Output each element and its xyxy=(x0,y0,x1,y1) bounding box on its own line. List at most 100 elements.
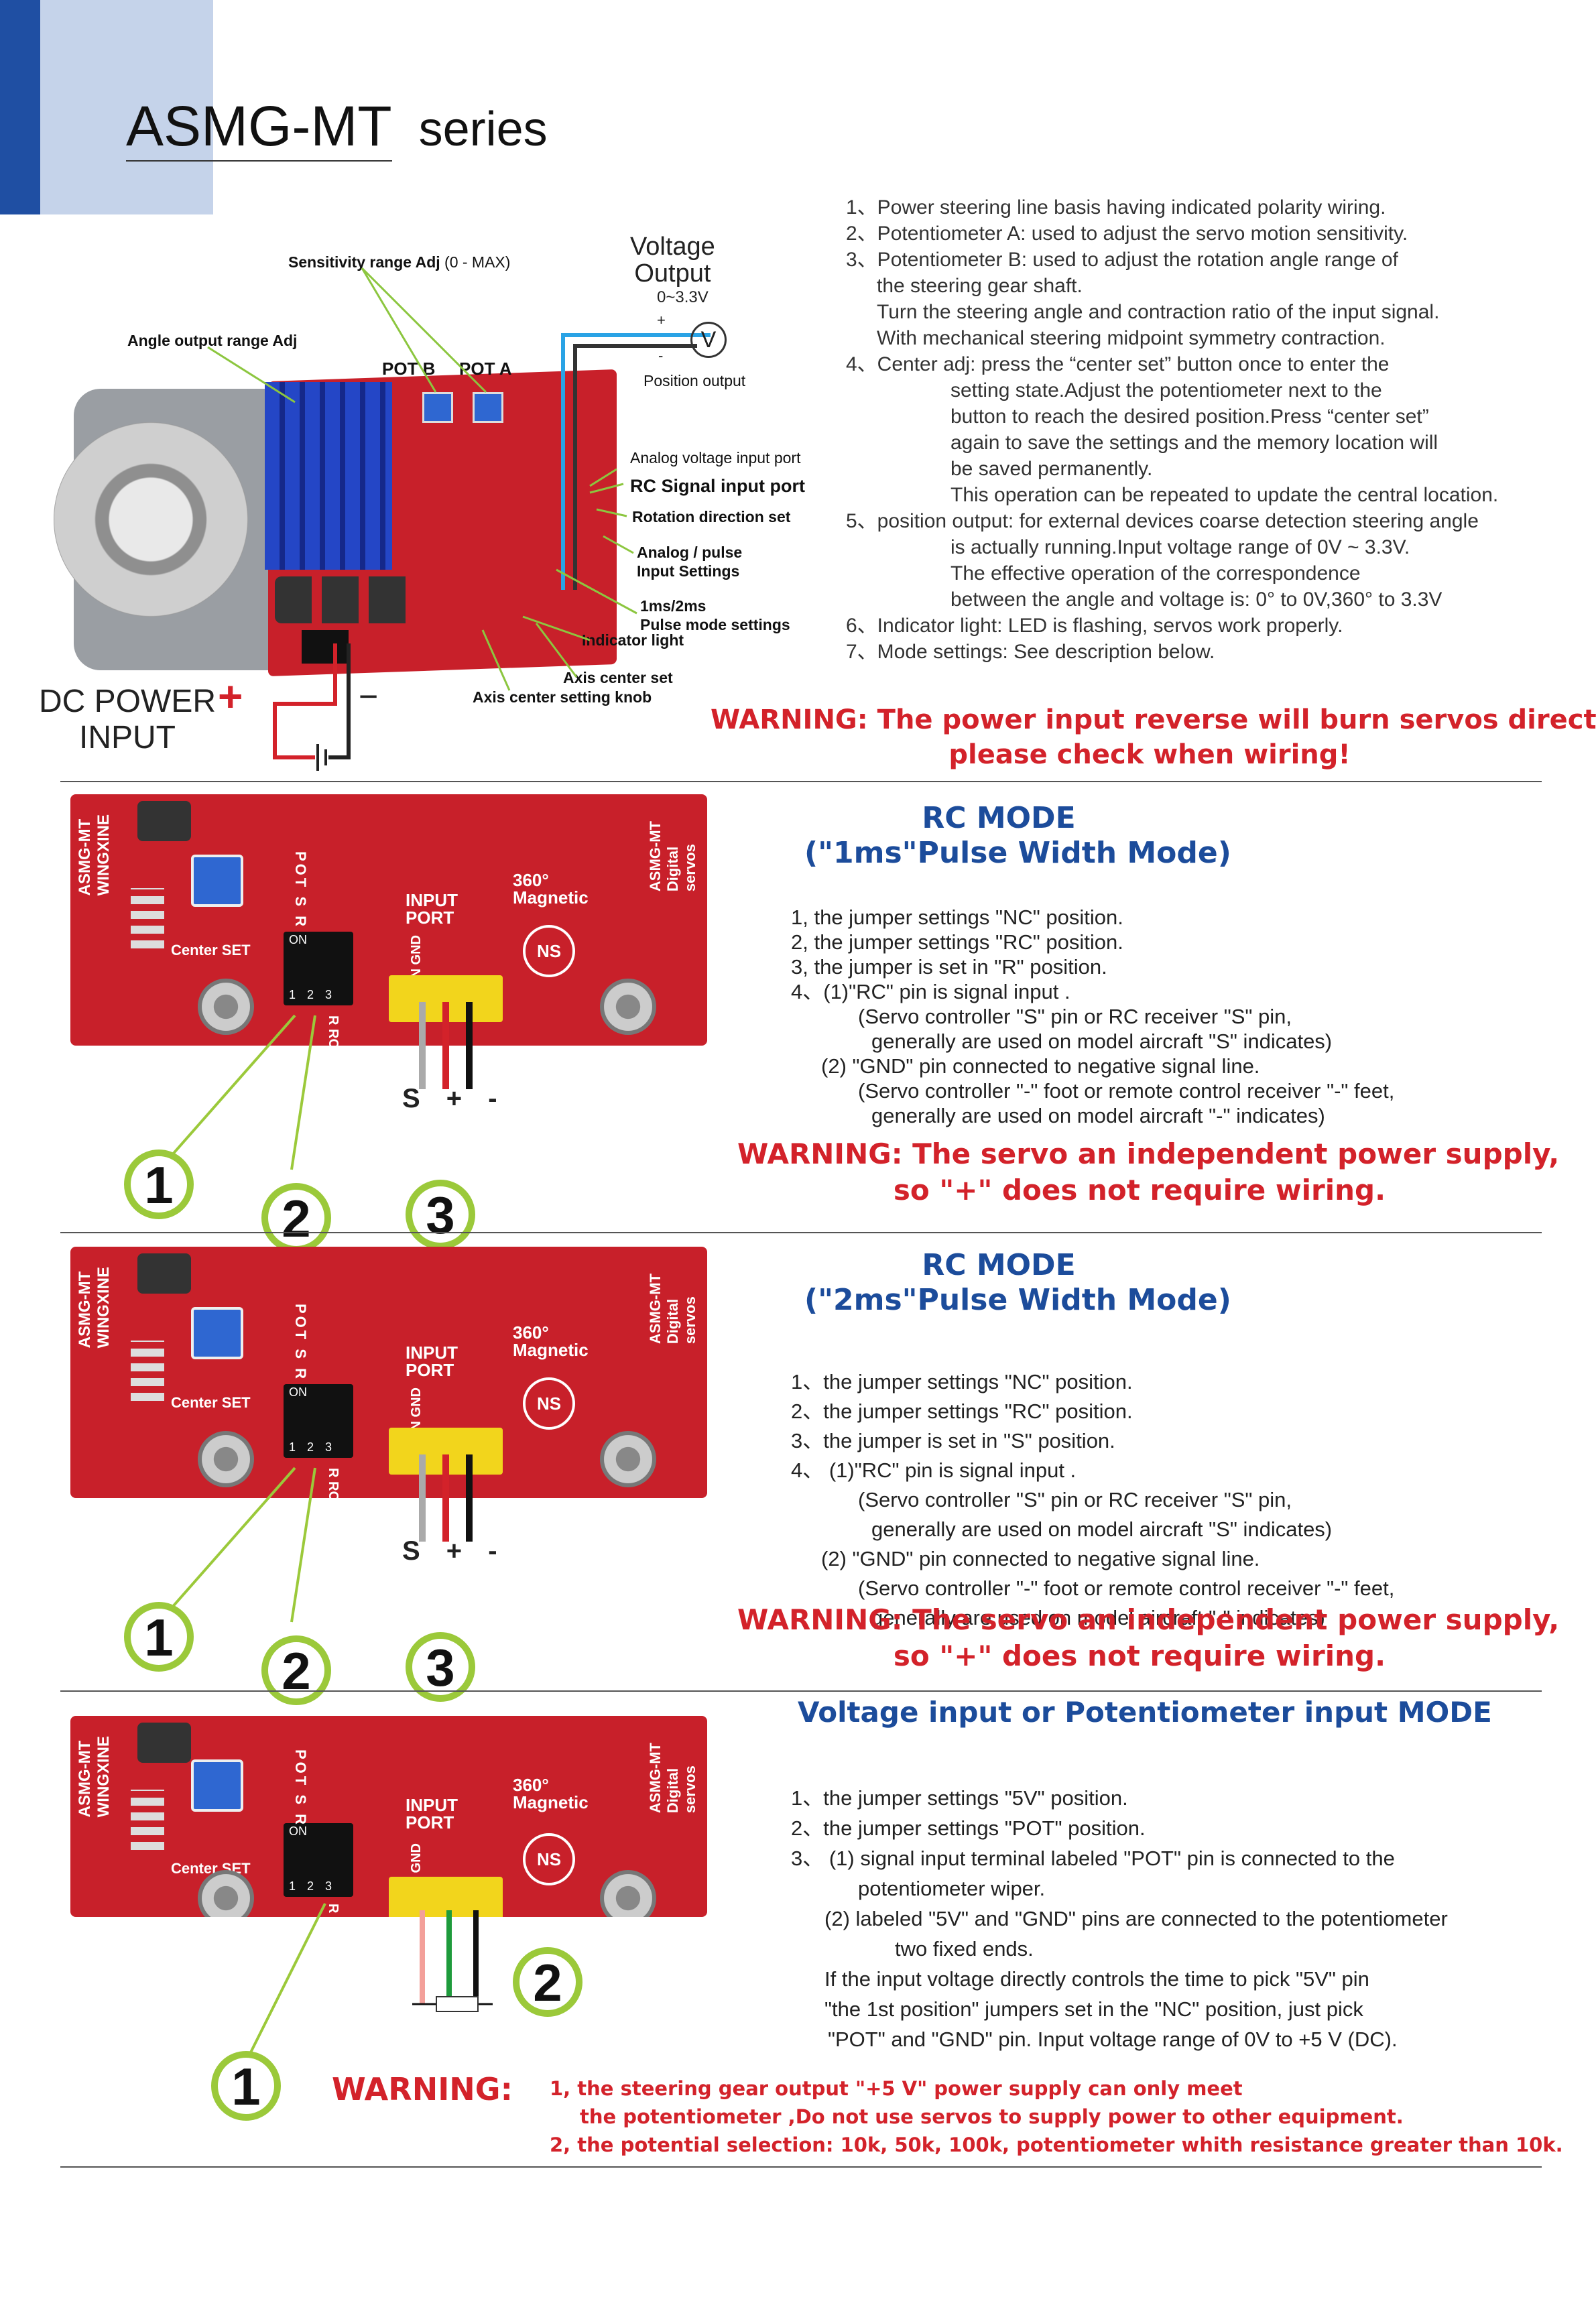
jumper-header xyxy=(389,1877,503,1917)
voltage-output-wires xyxy=(561,333,711,590)
label-axis-knob: Axis center setting knob xyxy=(473,688,652,706)
instruction-line: 2, the jumper settings "RC" position. xyxy=(791,930,1123,954)
pcb-input-port-label: INPUT PORT xyxy=(406,890,458,928)
note-line: again to save the settings and the memor… xyxy=(950,432,1438,454)
heatsink xyxy=(265,382,392,570)
mode-warning-label: WARNING: xyxy=(332,2071,513,2107)
pcb-resistors xyxy=(131,1790,164,1850)
instruction-line: 1、the jumper settings "NC" position. xyxy=(791,1370,1133,1393)
series-label: series xyxy=(418,103,548,156)
voltage-output-minus: - xyxy=(658,347,664,364)
note-line: 3、Potentiometer B: used to adjust the ro… xyxy=(846,249,1398,271)
motor xyxy=(54,422,248,617)
note-line: This operation can be repeated to update… xyxy=(950,484,1499,506)
pcb-magnetic-label: 360° Magnetic xyxy=(513,1775,589,1812)
mode-instructions: 1、the jumper settings "NC" position.2、th… xyxy=(791,1367,1582,1633)
note-line: 4、Center adj: press the “center set” but… xyxy=(846,353,1390,375)
pcb-inductor xyxy=(137,801,191,841)
label-position-output: Position output xyxy=(643,372,746,389)
wire xyxy=(170,1014,296,1158)
header-accent-panel xyxy=(40,0,213,214)
label-axis-center: Axis center set xyxy=(563,669,673,686)
dc-minus: − xyxy=(359,678,379,715)
pcb-input-port-label: INPUT PORT xyxy=(406,1343,458,1380)
pcb-input-port-label: INPUT PORT xyxy=(406,1795,458,1833)
step-badge: 1 xyxy=(124,1150,194,1219)
pot-a xyxy=(473,392,503,423)
pcb-magnetic-label: 360° Magnetic xyxy=(513,1322,589,1360)
label-sensitivity: Sensitivity range Adj (0 - MAX) xyxy=(288,253,510,271)
wiring-overlay xyxy=(170,1002,473,1170)
instruction-line: (2) labeled "5V" and "GND" pins are conn… xyxy=(824,1907,1448,1930)
note-line: With mechanical steering midpoint symmet… xyxy=(877,327,1386,349)
header-accent-bar xyxy=(0,0,40,214)
pcb-inductor xyxy=(137,1253,191,1294)
instruction-line: 4、(1)"RC" pin is signal input . xyxy=(791,980,1070,1003)
step-badge: 2 xyxy=(261,1635,331,1705)
power-connector xyxy=(302,630,349,664)
mode-subtitle: ("1ms"Pulse Width Mode) xyxy=(804,836,1231,870)
wire xyxy=(290,1015,316,1170)
instruction-line: "the 1st position" jumpers set in the "N… xyxy=(824,1997,1363,2021)
warning-line: the potentiometer ,Do not use servos to … xyxy=(580,2105,1404,2128)
wire xyxy=(243,1903,326,2065)
instruction-line: (Servo controller "S" pin or RC receiver… xyxy=(858,1005,1292,1028)
pot-b xyxy=(422,392,453,423)
note-line: the steering gear shaft. xyxy=(877,275,1083,297)
pcb-ns-logo: NS xyxy=(523,1377,575,1430)
pcb-center-set: Center SET xyxy=(171,942,251,958)
dip-numbers: 1 2 3 xyxy=(289,1879,336,1893)
mode-title: Voltage input or Potentiometer input MOD… xyxy=(798,1696,1492,1729)
step-badge: 3 xyxy=(406,1180,475,1249)
pcb-ns-logo: NS xyxy=(523,925,575,977)
divider-1 xyxy=(60,781,1542,782)
voltmeter-icon: V xyxy=(690,322,727,358)
instruction-line: 1、the jumper settings "5V" position. xyxy=(791,1786,1128,1810)
instruction-line: If the input voltage directly controls t… xyxy=(824,1967,1369,1991)
mounting-screw xyxy=(600,979,656,1035)
dip-pot-label: POT S R xyxy=(292,1304,309,1382)
note-line: The effective operation of the correspon… xyxy=(950,562,1361,584)
pcb-magnetic-label: 360° Magnetic xyxy=(513,870,589,908)
pcb-ns-logo: NS xyxy=(523,1833,575,1885)
mode-instructions: 1、the jumper settings "5V" position.2、th… xyxy=(791,1783,1582,2054)
mode-instructions: 1, the jumper settings "NC" position.2, … xyxy=(791,905,1582,1128)
label-rc-signal: RC Signal input port xyxy=(630,476,805,496)
mounting-screw xyxy=(600,1431,656,1487)
feature-notes: 1、Power steering line basis having indic… xyxy=(846,194,1590,665)
dip-on-label: ON xyxy=(289,933,307,946)
instruction-line: (Servo controller "S" pin or RC receiver… xyxy=(858,1488,1292,1511)
pcb-trimpot xyxy=(191,1759,243,1812)
mounting-screw xyxy=(198,1431,254,1487)
note-line: Turn the steering angle and contraction … xyxy=(877,301,1440,323)
instruction-line: two fixed ends. xyxy=(895,1937,1034,1961)
wire-labels: S + - xyxy=(402,1084,507,1113)
note-line: 6、Indicator light: LED is flashing, serv… xyxy=(846,615,1343,637)
mounting-screw xyxy=(198,1870,254,1917)
label-rotation: Rotation direction set xyxy=(632,508,791,525)
dc-plus: + xyxy=(218,672,243,721)
mode-warning-lines: 1, the steering gear output "+5 V" power… xyxy=(550,2074,1595,2159)
instruction-line: generally are used on model aircraft "-"… xyxy=(871,1606,1325,1629)
instruction-line: 3, the jumper is set in "R" position. xyxy=(791,955,1107,979)
note-line: setting state.Adjust the potentiometer n… xyxy=(950,379,1382,401)
divider xyxy=(60,1232,1542,1233)
instruction-line: 4、 (1)"RC" pin is signal input . xyxy=(791,1458,1077,1482)
dip-rc-label: R RC F xyxy=(326,1015,341,1046)
label-sensitivity-range: (0 - MAX) xyxy=(444,253,511,271)
voltage-output-title: Voltage Output xyxy=(630,233,715,288)
step-badge: 1 xyxy=(124,1602,194,1672)
instruction-line: "POT" and "GND" pin. Input voltage range… xyxy=(828,2028,1398,2051)
label-sensitivity-text: Sensitivity range Adj xyxy=(288,253,440,271)
divider-4 xyxy=(60,2166,1542,2168)
mode-subtitle: ("2ms"Pulse Width Mode) xyxy=(804,1283,1231,1317)
pcb-center-set: Center SET xyxy=(171,1394,251,1411)
label-angle-output: Angle output range Adj xyxy=(127,332,298,349)
wire-labels: S + - xyxy=(402,1536,507,1566)
